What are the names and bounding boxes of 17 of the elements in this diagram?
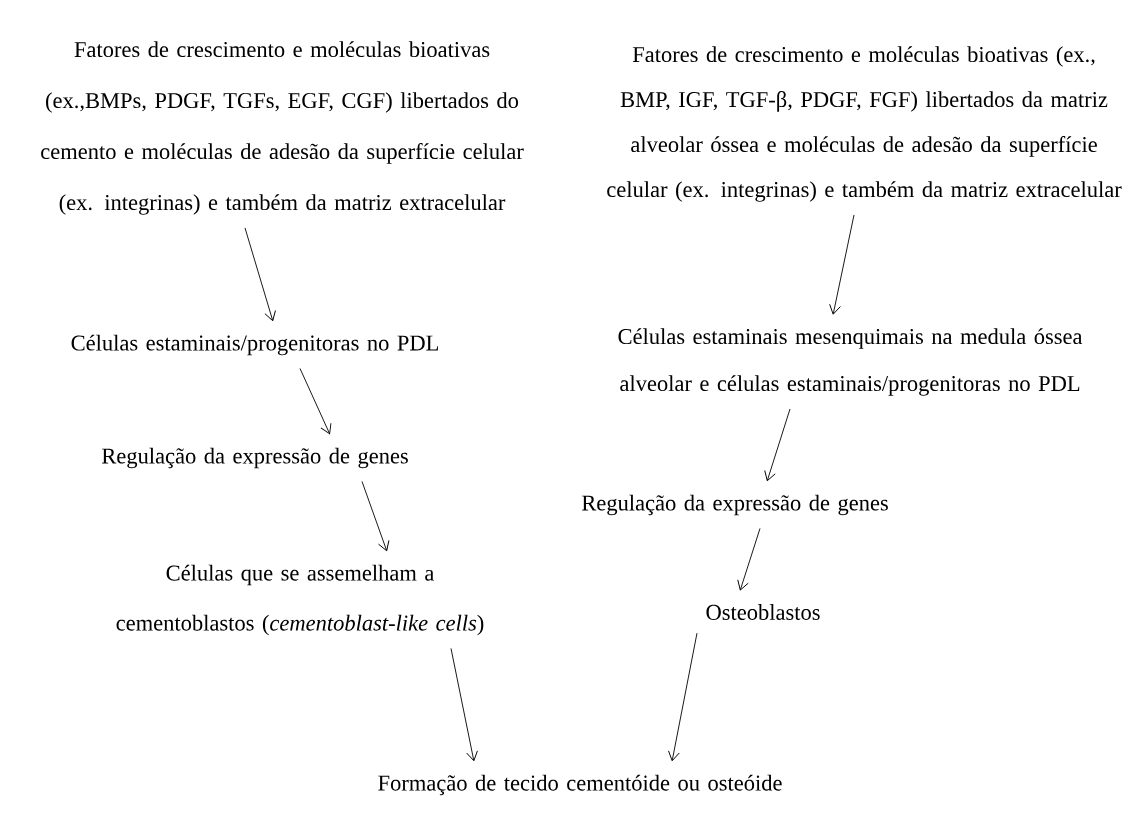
step-text: Células estaminais mesenquimais na medula óssea alveolar e células estaminais/progenitoras no PDL: [618, 328, 1083, 396]
step-text: Fatores de crescimento e moléculas bioativas (ex.,BMPs, PDGF, TGFs, EGF, CGF) libertados do cemento e moléculas de adesão da superfície celular (ex. integrinas) e também da matriz extracelular: [41, 41, 524, 215]
step-text: Células que se assemelham a cementoblastos (cementoblast-like cells): [116, 564, 484, 636]
arrow: [244, 227, 276, 322]
step-text: Regulação da expressão de genes: [101, 447, 408, 469]
arrow: [829, 214, 855, 315]
step-text: Regulação da expressão de genes: [581, 494, 888, 516]
step-text: Fatores de crescimento e moléculas bioativas (ex., BMP, IGF, TGF-β, PDGF, FGF) libertados da matriz alveolar óssea e moléculas de adesão da superfície celular (ex. integrinas) e também da matriz extracelular: [607, 46, 1122, 202]
arrow: [450, 647, 478, 762]
arrow: [737, 528, 761, 591]
step-text: Formação de tecido cementóide ou osteóide: [378, 774, 782, 796]
arrow: [299, 368, 332, 435]
arrow: [668, 632, 698, 762]
step-text: Osteoblastos: [706, 604, 820, 620]
step-text: Células estaminais/progenitoras no PDL: [71, 334, 438, 356]
arrow: [361, 481, 390, 552]
arrow: [764, 408, 791, 482]
